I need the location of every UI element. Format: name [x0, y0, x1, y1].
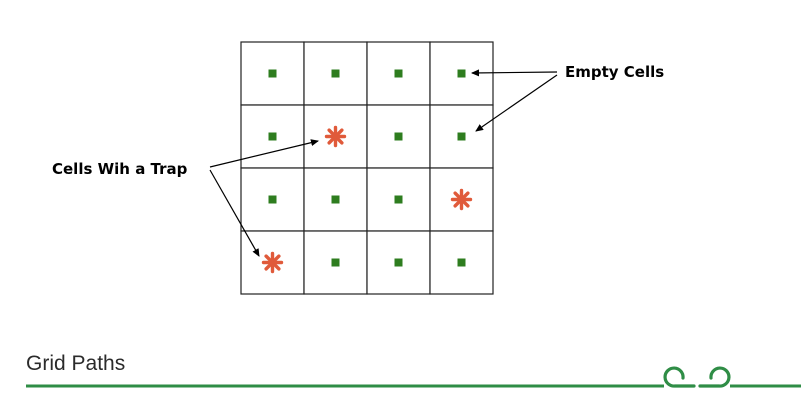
- red-asterisk-icon: [324, 125, 347, 148]
- grid: [240, 41, 494, 295]
- green-square-icon: [331, 69, 340, 78]
- green-square-icon: [268, 132, 277, 141]
- arrow-empty-cell-2: [475, 74, 558, 132]
- green-square-icon: [394, 258, 403, 267]
- green-square-icon: [331, 195, 340, 204]
- green-square-icon: [268, 195, 277, 204]
- arrow-empty-cell-1: [471, 69, 558, 77]
- empty-cells-label: Empty Cells: [565, 63, 664, 81]
- green-square-icon: [394, 69, 403, 78]
- page-title: Grid Paths: [26, 352, 126, 375]
- green-square-icon: [331, 258, 340, 267]
- green-square-icon: [268, 69, 277, 78]
- red-asterisk-icon: [450, 188, 473, 211]
- green-square-icon: [457, 132, 466, 141]
- arrow-trap-cell-2: [209, 169, 260, 257]
- trap-cells-label: Cells Wih a Trap: [52, 160, 188, 178]
- grid-cell-r2-c2: [366, 167, 431, 232]
- green-square-icon: [457, 69, 466, 78]
- green-square-icon: [457, 258, 466, 267]
- arrow-trap-cell-1: [209, 139, 319, 168]
- green-square-icon: [394, 132, 403, 141]
- green-square-icon: [394, 195, 403, 204]
- gfg-logo-icon: [663, 366, 731, 388]
- red-asterisk-icon: [261, 251, 284, 274]
- grid-cell-r3-c2: [366, 230, 431, 295]
